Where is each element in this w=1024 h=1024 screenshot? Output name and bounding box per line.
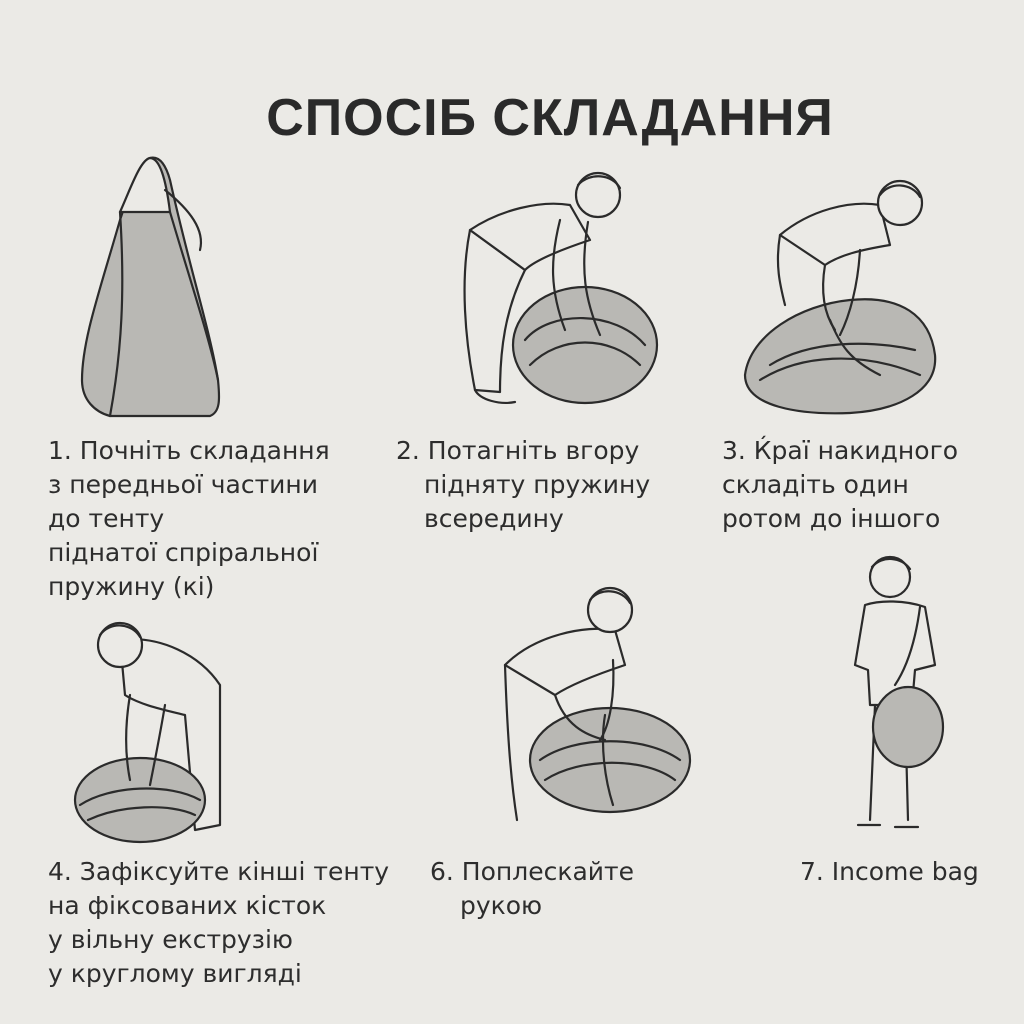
- step-7-carry-bag-illustration: [840, 555, 960, 855]
- step-4-caption: 4. Зафіксуйте кінші тенту на фіксованих …: [48, 855, 389, 991]
- step-6-pat-illustration: [495, 585, 695, 835]
- step-2-caption: 2. Потагніть вгору підняту пружину всере…: [396, 434, 650, 536]
- caption-line: складіть один: [722, 470, 909, 499]
- caption-line: ротом до іншого: [722, 504, 941, 533]
- caption-line: 7. Income bag: [800, 857, 979, 886]
- step-1-tent-illustration: [70, 150, 240, 425]
- caption-line: рукою: [460, 891, 543, 920]
- caption-line: піднатої спріральної: [48, 538, 319, 567]
- caption-line: 6. Поплескайте: [430, 857, 634, 886]
- caption-line: 4. Зафіксуйте кінші тенту: [48, 857, 390, 886]
- caption-line: підняту пружину: [424, 470, 651, 499]
- page-title: СПОСІБ СКЛАДАННЯ: [266, 89, 834, 147]
- caption-line: до тенту: [48, 504, 165, 533]
- caption-line: 3. Ќраї накидного: [722, 436, 958, 465]
- caption-line: 2. Потагніть вгору: [396, 436, 640, 465]
- caption-line: у круглому вигляді: [48, 959, 302, 988]
- caption-line: з передньої частини: [48, 470, 319, 499]
- caption-line: пружину (кі): [48, 572, 215, 601]
- step-6-caption: 6. Поплескайте рукою: [430, 855, 634, 923]
- step-3-caption: 3. Ќраї накидного складіть один ротом до…: [722, 434, 958, 536]
- step-7-caption: 7. Income bag: [800, 855, 979, 889]
- caption-line: на фіксованих кісток: [48, 891, 327, 920]
- caption-line: всередину: [424, 504, 564, 533]
- caption-line: у вільну екструзію: [48, 925, 293, 954]
- step-2-pull-spring-illustration: [440, 160, 660, 420]
- step-1-caption: 1. Почніть складання з передньої частини…: [48, 434, 330, 604]
- step-4-fix-ends-illustration: [70, 615, 240, 850]
- step-3-fold-edges-illustration: [740, 175, 970, 425]
- caption-line: 1. Почніть складання: [48, 436, 330, 465]
